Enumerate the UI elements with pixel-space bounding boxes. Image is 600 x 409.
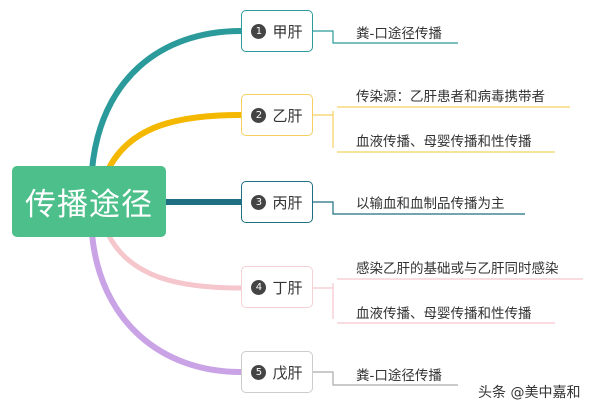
node-label: 丙肝 <box>272 193 303 212</box>
leaf-d-2[interactable]: 血液传播、母婴传播和性传播 <box>356 306 532 322</box>
number-badge: 4 <box>251 279 267 295</box>
node-label: 乙肝 <box>272 106 303 125</box>
node-hepatitis-d[interactable]: 4 丁肝 <box>241 266 313 308</box>
leaf-c-1[interactable]: 以输血和血制品传播为主 <box>356 196 505 212</box>
node-label: 甲肝 <box>272 22 303 41</box>
node-hepatitis-c[interactable]: 3 丙肝 <box>241 181 313 223</box>
node-hepatitis-e[interactable]: 5 戊肝 <box>241 351 313 393</box>
node-label: 戊肝 <box>272 363 303 382</box>
leaf-d-1[interactable]: 感染乙肝的基础或与乙肝同时感染 <box>356 261 559 277</box>
number-badge: 5 <box>251 364 267 380</box>
leaf-b-1[interactable]: 传染源：乙肝患者和病毒携带者 <box>356 89 545 105</box>
node-hepatitis-a[interactable]: 1 甲肝 <box>241 10 313 52</box>
watermark: 头条 @美中嘉和 <box>478 385 581 401</box>
leaf-b-2[interactable]: 血液传播、母婴传播和性传播 <box>356 134 532 150</box>
number-badge: 2 <box>251 107 267 123</box>
branch-line-4 <box>105 232 242 291</box>
number-badge: 3 <box>251 194 267 210</box>
node-label: 丁肝 <box>272 278 303 297</box>
central-topic[interactable]: 传播途径 <box>12 166 166 237</box>
leaf-a-1[interactable]: 粪-口途径传播 <box>356 26 442 42</box>
number-badge: 1 <box>251 23 267 39</box>
leaf-e-1[interactable]: 粪-口途径传播 <box>356 368 442 384</box>
branch-line-5 <box>89 233 242 375</box>
branch-line-2 <box>105 112 242 172</box>
branch-line-1 <box>89 28 242 171</box>
node-hepatitis-b[interactable]: 2 乙肝 <box>241 94 313 136</box>
